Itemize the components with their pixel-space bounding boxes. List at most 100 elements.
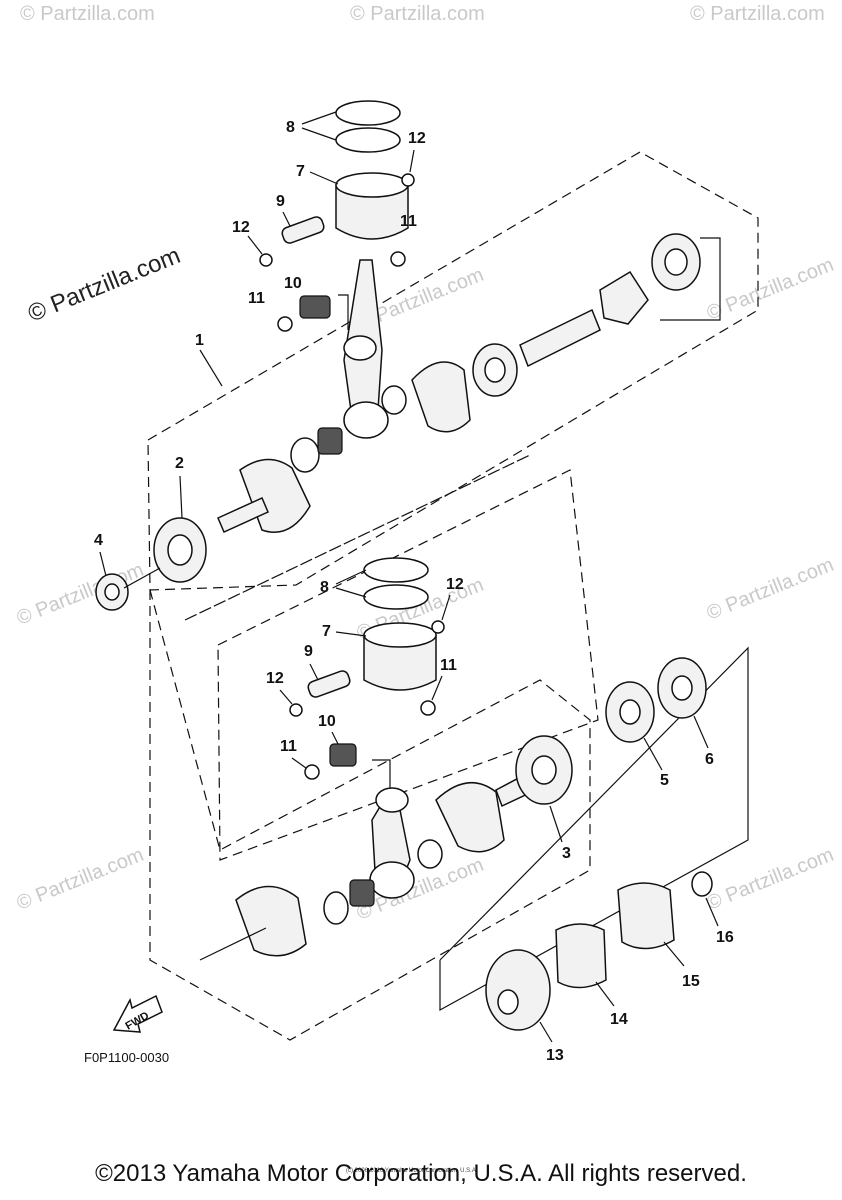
piston-crown	[363, 622, 437, 648]
leader-line	[301, 127, 337, 141]
callout-11: 11	[248, 290, 265, 307]
callout-9: 9	[276, 193, 285, 210]
watermark-text: © Partzilla.com	[704, 554, 837, 625]
leader-line	[99, 551, 107, 577]
watermark-text: © Partzilla.com	[20, 3, 155, 25]
leader-line	[309, 663, 319, 681]
hub-bore	[497, 989, 519, 1015]
part-code: F0P1100-0030	[84, 1050, 169, 1065]
callout-11: 11	[440, 657, 457, 674]
callout-2: 2	[175, 455, 184, 472]
leader-line	[539, 1021, 553, 1043]
circlip	[259, 253, 273, 267]
needle-bearing	[299, 295, 331, 319]
washer	[277, 316, 293, 332]
leader-line	[301, 111, 337, 125]
leader-line	[282, 211, 291, 227]
leader-line	[335, 631, 367, 637]
callout-12: 12	[266, 670, 284, 687]
ball-bearing	[323, 891, 349, 925]
housing-bore	[531, 755, 557, 785]
leader-line	[643, 737, 663, 771]
watermark-text: © Partzilla.com	[690, 3, 825, 25]
washer	[390, 251, 406, 267]
rod-leader	[338, 294, 349, 330]
crank-shaft-line	[199, 927, 267, 961]
spacer-ring	[691, 871, 713, 897]
rotor-group-frame	[439, 646, 749, 1012]
callout-11: 11	[400, 213, 417, 230]
circlip	[401, 173, 415, 187]
seal-bore	[104, 583, 120, 601]
coupling-group	[485, 871, 713, 1031]
watermark-text: © Partzilla.com	[704, 844, 837, 915]
needle-bearing	[329, 743, 357, 767]
callout-14: 14	[610, 1011, 628, 1028]
piston-ring-lower	[363, 584, 429, 610]
fwd-arrow: FWD	[112, 994, 163, 1033]
callout-11: 11	[280, 738, 297, 755]
leader-line	[179, 475, 183, 519]
leader-line	[247, 235, 263, 255]
thrust-washer	[417, 839, 443, 869]
callout-5: 5	[660, 772, 669, 789]
callouts: 1 2 3 4 5 6 7 8 9 10 11 11 12 12 7 8 9 1…	[94, 111, 734, 1064]
needle-bearing	[317, 427, 343, 455]
rod-small-end	[343, 335, 377, 361]
watermark-text: © Partzilla.com	[704, 254, 837, 325]
crankshaft-center	[519, 308, 601, 368]
leader-line	[291, 757, 307, 769]
leader-line	[663, 941, 685, 967]
seal-bore	[671, 675, 693, 701]
washer	[304, 764, 320, 780]
leader-line	[309, 171, 339, 185]
crank-web	[435, 781, 505, 853]
circlip	[431, 620, 445, 634]
lower-assembly	[199, 557, 707, 961]
lower-crank-boundary	[149, 589, 591, 1041]
watermark-text: © Partzilla.com	[350, 3, 485, 25]
piston-ring-upper	[363, 557, 429, 583]
callout-7: 7	[322, 623, 331, 640]
watermark-text: © Partzilla.com	[14, 844, 147, 915]
fwd-arrow-shape	[112, 994, 163, 1033]
gear	[599, 270, 649, 325]
rubber-damper	[555, 923, 607, 989]
callout-12: 12	[408, 130, 426, 147]
needle-bearing	[349, 879, 375, 907]
copyright-footer: ©2013 Yamaha Motor Corporation, U.S.A. A…	[95, 1160, 747, 1187]
callout-9: 9	[304, 643, 313, 660]
circlip	[289, 703, 303, 717]
piston-ring-upper	[335, 100, 401, 126]
leader-line	[705, 897, 719, 927]
piston-pin	[307, 670, 351, 698]
seal-bore	[619, 699, 641, 725]
callout-12: 12	[232, 219, 250, 236]
callout-10: 10	[284, 275, 302, 292]
small-copyright: (c) 2006-2016 Yamaha Motor Corporation, …	[346, 1168, 478, 1174]
callout-12: 12	[446, 576, 464, 593]
leader-line	[331, 731, 339, 745]
piston-ring-lower	[335, 127, 401, 153]
callout-3: 3	[562, 845, 571, 862]
leader-line	[279, 689, 293, 705]
callout-13: 13	[546, 1047, 564, 1064]
callout-16: 16	[716, 929, 734, 946]
leader-line	[199, 349, 223, 387]
rod-small-end	[375, 787, 409, 813]
leader-line	[595, 981, 615, 1007]
washer	[420, 700, 436, 716]
piston-crown	[335, 172, 409, 198]
leader-line	[123, 567, 161, 589]
upper-assembly	[95, 100, 701, 611]
rod-leader-lower	[372, 759, 391, 800]
bearing-bore	[664, 248, 688, 276]
watermark-main: © Partzilla.com	[24, 242, 184, 328]
leader-line	[409, 149, 415, 173]
bearing-bore	[167, 534, 193, 566]
leader-line	[693, 715, 709, 749]
thrust-washer	[381, 385, 407, 415]
callout-15: 15	[682, 973, 700, 990]
crank-web	[411, 361, 471, 433]
